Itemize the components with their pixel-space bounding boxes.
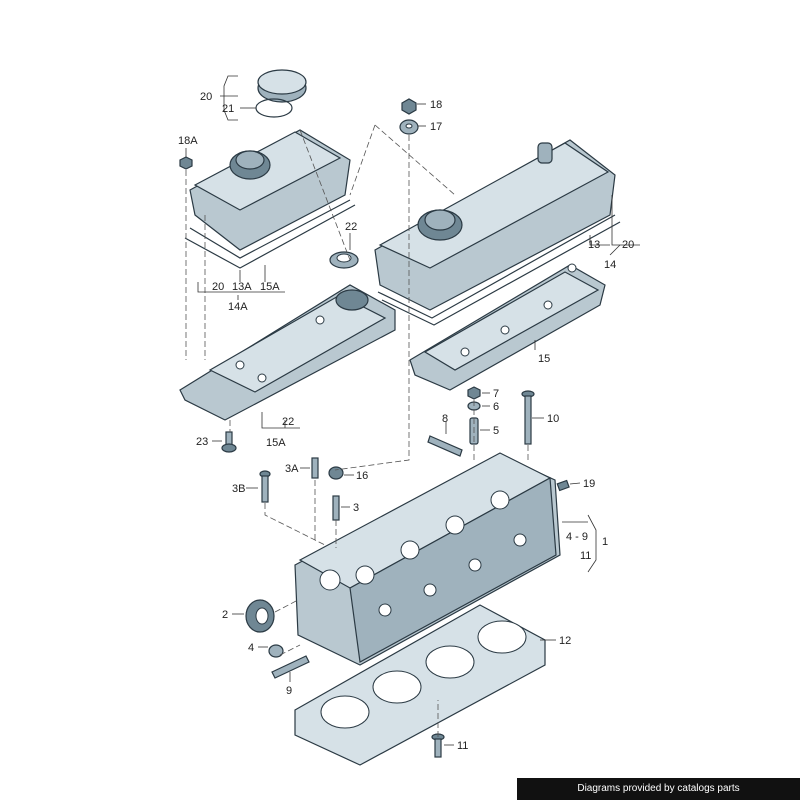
label-15a-lower: 15A <box>266 437 286 449</box>
nut-18a <box>179 156 193 170</box>
leader-lines <box>185 75 640 746</box>
stud-8 <box>427 435 463 457</box>
label-20a: 20 <box>200 91 212 103</box>
oil-seal-22 <box>329 251 359 269</box>
label-18a: 18A <box>178 135 198 147</box>
label-8: 8 <box>442 413 448 425</box>
stud-9 <box>271 655 310 679</box>
label-10: 10 <box>547 413 559 425</box>
cylinder-head <box>294 452 561 666</box>
bolt-3b <box>259 470 271 503</box>
part-labels: 20 21 18A 18 17 22 20 13A 15A 14A 13 20 … <box>178 91 634 752</box>
oil-filler-cap <box>255 69 307 118</box>
label-20-left: 20 <box>212 281 224 293</box>
label-9: 9 <box>286 685 292 697</box>
label-13: 13 <box>588 239 600 251</box>
label-22-lower: 22 <box>282 416 294 428</box>
assembly-guide-lines <box>185 124 529 737</box>
bolt-11 <box>431 733 445 758</box>
label-3a: 3A <box>285 463 299 475</box>
label-19: 19 <box>583 478 595 490</box>
label-21: 21 <box>222 103 234 115</box>
right-cam-housing <box>409 263 606 391</box>
label-11-upper: 11 <box>580 550 591 562</box>
label-3: 3 <box>353 502 359 514</box>
label-3b: 3B <box>232 483 245 495</box>
label-4-9: 4 - 9 <box>566 531 588 543</box>
label-15: 15 <box>538 353 550 365</box>
nut-18 <box>401 98 417 115</box>
label-4: 4 <box>248 642 254 654</box>
right-head-cover <box>374 139 621 326</box>
label-20-right: 20 <box>622 239 634 251</box>
head-gasket <box>294 604 546 766</box>
bolt-10 <box>521 390 535 445</box>
label-17: 17 <box>430 121 442 133</box>
label-13a: 13A <box>232 281 252 293</box>
seal-2 <box>245 599 275 633</box>
nut-7 <box>467 386 481 400</box>
washer-17 <box>399 119 419 135</box>
stud-3 <box>332 495 340 521</box>
cap-4 <box>268 644 284 658</box>
label-18: 18 <box>430 99 442 111</box>
label-1: 1 <box>602 536 608 548</box>
label-14: 14 <box>604 259 616 271</box>
nut-16 <box>328 466 344 480</box>
label-6: 6 <box>493 401 499 413</box>
left-cam-housing <box>179 284 396 421</box>
bolt-23 <box>221 431 237 453</box>
stud-3a <box>311 457 319 479</box>
label-14a: 14A <box>228 301 248 313</box>
label-16: 16 <box>356 470 368 482</box>
plug-19 <box>556 479 570 492</box>
label-23: 23 <box>196 436 208 448</box>
label-12: 12 <box>559 635 571 647</box>
label-11-lower: 11 <box>457 740 468 752</box>
label-2: 2 <box>222 609 228 621</box>
label-15a-upper: 15A <box>260 281 280 293</box>
left-head-cover <box>184 129 356 269</box>
label-22-upper: 22 <box>345 221 357 233</box>
credit-banner: Diagrams provided by catalogs parts <box>517 778 800 800</box>
label-7: 7 <box>493 388 499 400</box>
label-5: 5 <box>493 425 499 437</box>
